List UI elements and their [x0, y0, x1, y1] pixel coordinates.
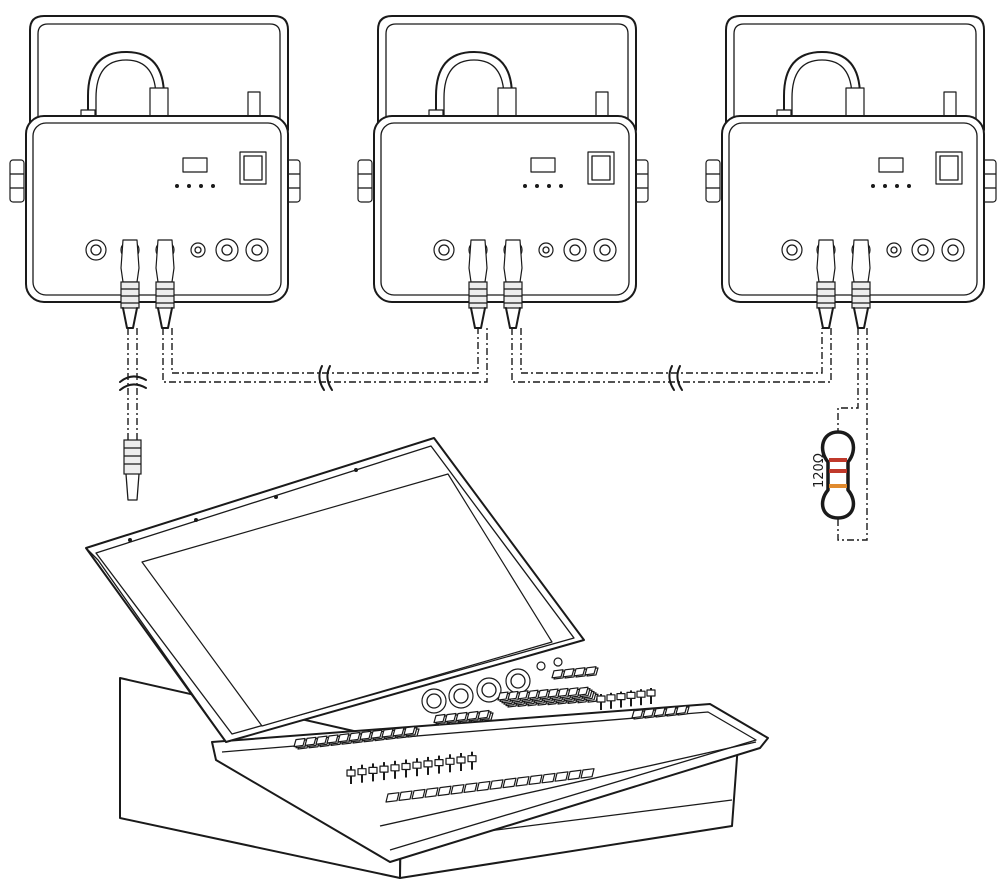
console-fader-knob: [412, 761, 422, 769]
console-button: [631, 709, 644, 719]
console-button: [557, 687, 569, 697]
console-button: [381, 728, 394, 738]
console-fader-knob: [346, 769, 356, 777]
console-button: [567, 769, 582, 781]
console-button: [326, 734, 339, 744]
console-fader-knob: [646, 689, 656, 697]
console-fader-knob: [357, 768, 367, 776]
console-button: [497, 691, 509, 701]
dmx-cable-controller-to-fixture-1: [119, 328, 147, 501]
console-button: [304, 736, 317, 746]
console-fader-knob: [636, 690, 646, 698]
console-button: [424, 787, 439, 798]
console-button: [293, 737, 306, 748]
console-button: [537, 689, 549, 699]
console-button: [444, 712, 457, 723]
console-button: [502, 777, 517, 789]
console-fader-knob: [467, 755, 477, 763]
console-fader-knob: [390, 764, 400, 772]
console-button: [466, 710, 479, 721]
console-fader-knob: [401, 762, 411, 771]
console-button: [577, 686, 589, 696]
console-fader-knob: [456, 756, 466, 764]
console-button: [642, 708, 655, 718]
terminator-resistor: 120Ω: [812, 430, 856, 520]
console-button: [403, 725, 416, 736]
console-button: [463, 782, 478, 793]
console-fader-knob: [379, 765, 389, 773]
console-button: [315, 735, 328, 745]
lighting-console: [85, 437, 769, 879]
fixture-1: [9, 15, 301, 329]
console-fader-knob: [596, 695, 606, 703]
dmx-cable-fixture-1-to-fixture-2: [162, 328, 488, 391]
console-button: [527, 689, 539, 699]
console-button: [348, 731, 361, 742]
console-button: [528, 774, 543, 785]
console-fader-knob: [626, 691, 636, 700]
console-button: [664, 706, 677, 716]
console-button: [547, 688, 559, 698]
console-fader-knob: [423, 760, 433, 768]
console-button: [562, 668, 575, 678]
console-button: [489, 779, 504, 790]
console-button: [392, 727, 405, 737]
console-button: [359, 730, 372, 740]
console-fader-knob: [434, 758, 444, 767]
fixture-2: [357, 15, 649, 329]
console-fader-knob: [606, 694, 616, 702]
resistor-value-label: 120Ω: [812, 453, 827, 488]
console-button: [554, 771, 569, 782]
terminator-cable: [837, 328, 868, 541]
console-button: [455, 711, 468, 722]
resistor-band: [829, 469, 847, 473]
console-button: [517, 690, 529, 700]
console-button: [433, 713, 446, 724]
dmx-cable-fixture-2-to-fixture-3: [511, 328, 832, 391]
console-fader-knob: [368, 766, 378, 775]
console-button: [567, 687, 579, 697]
console-button: [675, 705, 688, 715]
console-button: [337, 733, 350, 743]
console-fader-knob: [445, 757, 455, 765]
console-button: [437, 785, 452, 797]
resistor-band: [829, 458, 847, 462]
console-button: [398, 790, 413, 801]
console-button: [541, 772, 556, 784]
console-button: [515, 776, 530, 787]
console-button: [411, 788, 426, 800]
console-button: [476, 780, 491, 792]
resistor-band: [829, 484, 847, 488]
fixture-3: [705, 15, 997, 329]
console-button: [573, 667, 586, 677]
console-button: [653, 707, 666, 717]
console-button: [580, 768, 595, 779]
console-button: [450, 784, 465, 795]
console-button: [385, 792, 400, 803]
console-button: [477, 709, 490, 720]
console-button: [507, 690, 519, 700]
console-button: [370, 729, 383, 739]
console-fader-knob: [616, 692, 626, 701]
console-button: [584, 666, 597, 676]
console-button: [551, 669, 564, 679]
